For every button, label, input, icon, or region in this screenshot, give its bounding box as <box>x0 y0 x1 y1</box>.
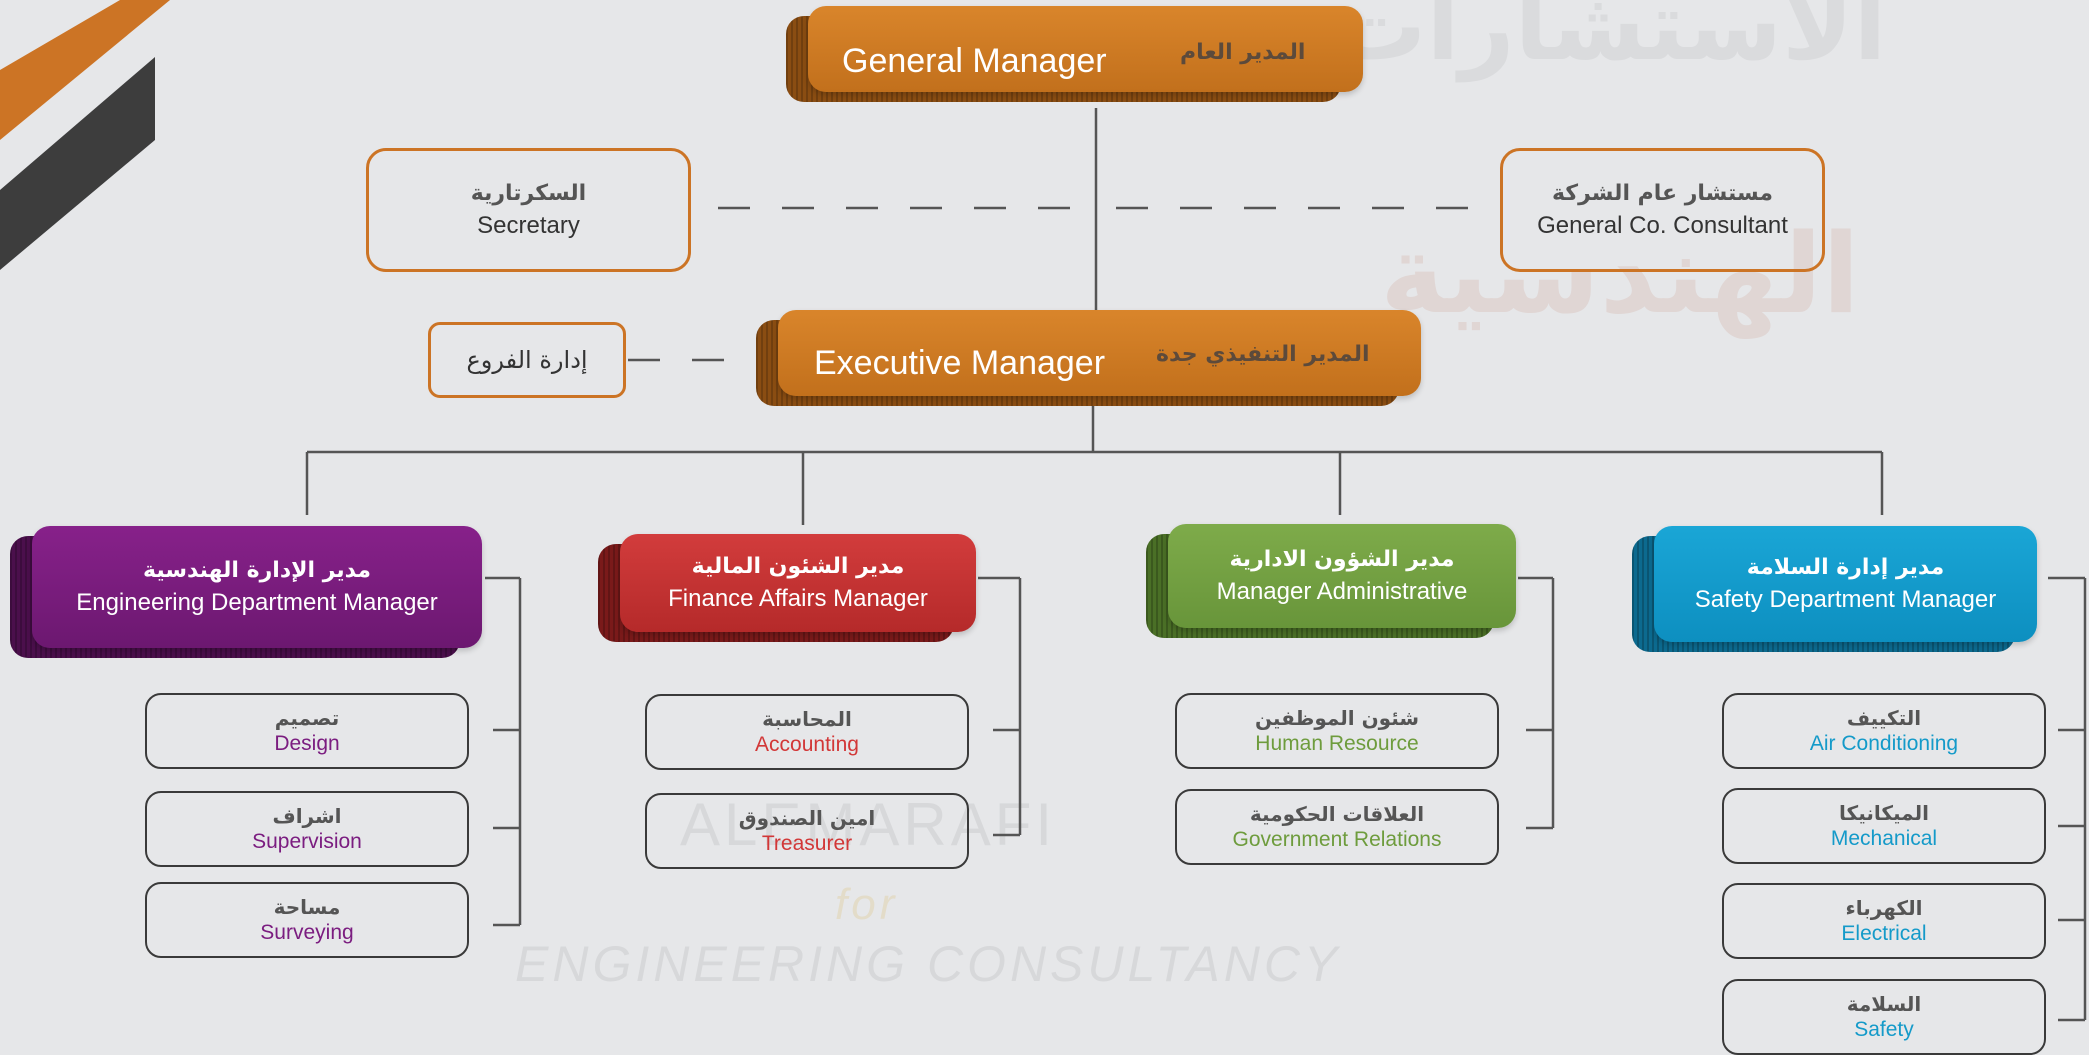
unit-title-ar: المحاسبة <box>762 707 852 731</box>
unit-title-en: Electrical <box>1841 922 1927 945</box>
finance-dept-box: مدير الشئون المالية Finance Affairs Mana… <box>598 534 976 642</box>
branches-box: إدارة الفروع <box>428 322 626 398</box>
consultant-title-ar: مستشار عام الشركة <box>1551 181 1774 206</box>
executive-manager-title-en: Executive Manager <box>814 344 1106 382</box>
unit-box-human-resource: شئون الموظفين Human Resource <box>1175 693 1499 769</box>
executive-manager-title-ar: المدير التنفيذي جدة <box>1156 342 1370 367</box>
unit-box-supervision: اشراف Supervision <box>145 791 469 867</box>
branches-title-ar: إدارة الفروع <box>466 346 588 374</box>
unit-title-ar: امين الصندوق <box>738 806 876 830</box>
unit-title-ar: اشراف <box>272 804 342 828</box>
safety-dept-title-en: Safety Department Manager <box>1694 585 1997 613</box>
unit-box-government-relations: العلاقات الحكومية Government Relations <box>1175 789 1499 865</box>
engineering-dept-title-ar: مدير الإدارة الهندسية <box>143 557 371 583</box>
unit-title-ar: مساحة <box>273 895 341 919</box>
unit-box-mechanical: الميكانيكا Mechanical <box>1722 788 2046 864</box>
unit-title-ar: الكهرباء <box>1845 896 1923 920</box>
unit-title-en: Human Resource <box>1255 732 1419 755</box>
watermark-brand: ALEMARAFI <box>680 791 1057 858</box>
engineering-dept-box: مدير الإدارة الهندسية Engineering Depart… <box>10 526 482 658</box>
unit-title-ar: تصميم <box>274 706 340 730</box>
administrative-dept-title-en: Manager Administrative <box>1216 577 1468 605</box>
unit-title-en: Treasurer <box>761 832 853 855</box>
unit-title-ar: العلاقات الحكومية <box>1249 802 1425 826</box>
unit-box-safety: السلامة Safety <box>1722 979 2046 1055</box>
administrative-dept-title-ar: مدير الشؤون الادارية <box>1229 546 1455 572</box>
unit-title-ar: شئون الموظفين <box>1254 706 1420 730</box>
general-manager-title-en: General Manager <box>842 42 1107 80</box>
safety-dept-title-ar: مدير إدارة السلامة <box>1746 554 1945 580</box>
watermark-arabic-mid: الهندسية <box>1380 210 1860 338</box>
unit-title-en: Accounting <box>755 733 859 756</box>
secretary-title-ar: السكرتارية <box>470 181 587 206</box>
unit-title-en: Surveying <box>260 921 354 944</box>
unit-title-en: Safety <box>1854 1018 1914 1041</box>
watermark-for: for <box>835 880 899 929</box>
engineering-dept-title-en: Engineering Department Manager <box>76 588 438 616</box>
unit-box-treasurer: امين الصندوق Treasurer <box>645 793 969 869</box>
finance-dept-title-en: Finance Affairs Manager <box>668 584 928 612</box>
consultant-title-en: General Co. Consultant <box>1537 212 1788 239</box>
watermark-tagline: ENGINEERING CONSULTANCY <box>515 936 1342 992</box>
secretary-title-en: Secretary <box>477 212 580 239</box>
executive-manager-box: Executive Manager المدير التنفيذي جدة <box>756 310 1421 406</box>
unit-title-en: Design <box>274 732 340 755</box>
general-manager-box: General Manager المدير العام <box>786 6 1363 102</box>
secretary-box: السكرتارية Secretary <box>366 148 691 272</box>
unit-title-en: Mechanical <box>1830 827 1938 850</box>
unit-title-ar: التكييف <box>1846 706 1922 730</box>
administrative-dept-box: مدير الشؤون الادارية Manager Administrat… <box>1146 524 1516 638</box>
unit-title-en: Supervision <box>252 830 362 853</box>
watermark-arabic-top: الاستشارات <box>1330 0 1887 82</box>
unit-box-design: تصميم Design <box>145 693 469 769</box>
unit-title-ar: السلامة <box>1846 992 1922 1016</box>
unit-box-electrical: الكهرباء Electrical <box>1722 883 2046 959</box>
unit-box-accounting: المحاسبة Accounting <box>645 694 969 770</box>
unit-box-air-conditioning: التكييف Air Conditioning <box>1722 693 2046 769</box>
unit-title-ar: الميكانيكا <box>1839 801 1929 825</box>
consultant-box: مستشار عام الشركة General Co. Consultant <box>1500 148 1825 272</box>
general-manager-title-ar: المدير العام <box>1180 40 1306 65</box>
safety-dept-box: مدير إدارة السلامة Safety Department Man… <box>1632 526 2037 652</box>
unit-title-en: Air Conditioning <box>1809 732 1959 755</box>
finance-dept-title-ar: مدير الشئون المالية <box>691 553 905 579</box>
unit-title-en: Government Relations <box>1232 828 1442 851</box>
unit-box-surveying: مساحة Surveying <box>145 882 469 958</box>
corner-stripes-decoration <box>0 0 170 270</box>
